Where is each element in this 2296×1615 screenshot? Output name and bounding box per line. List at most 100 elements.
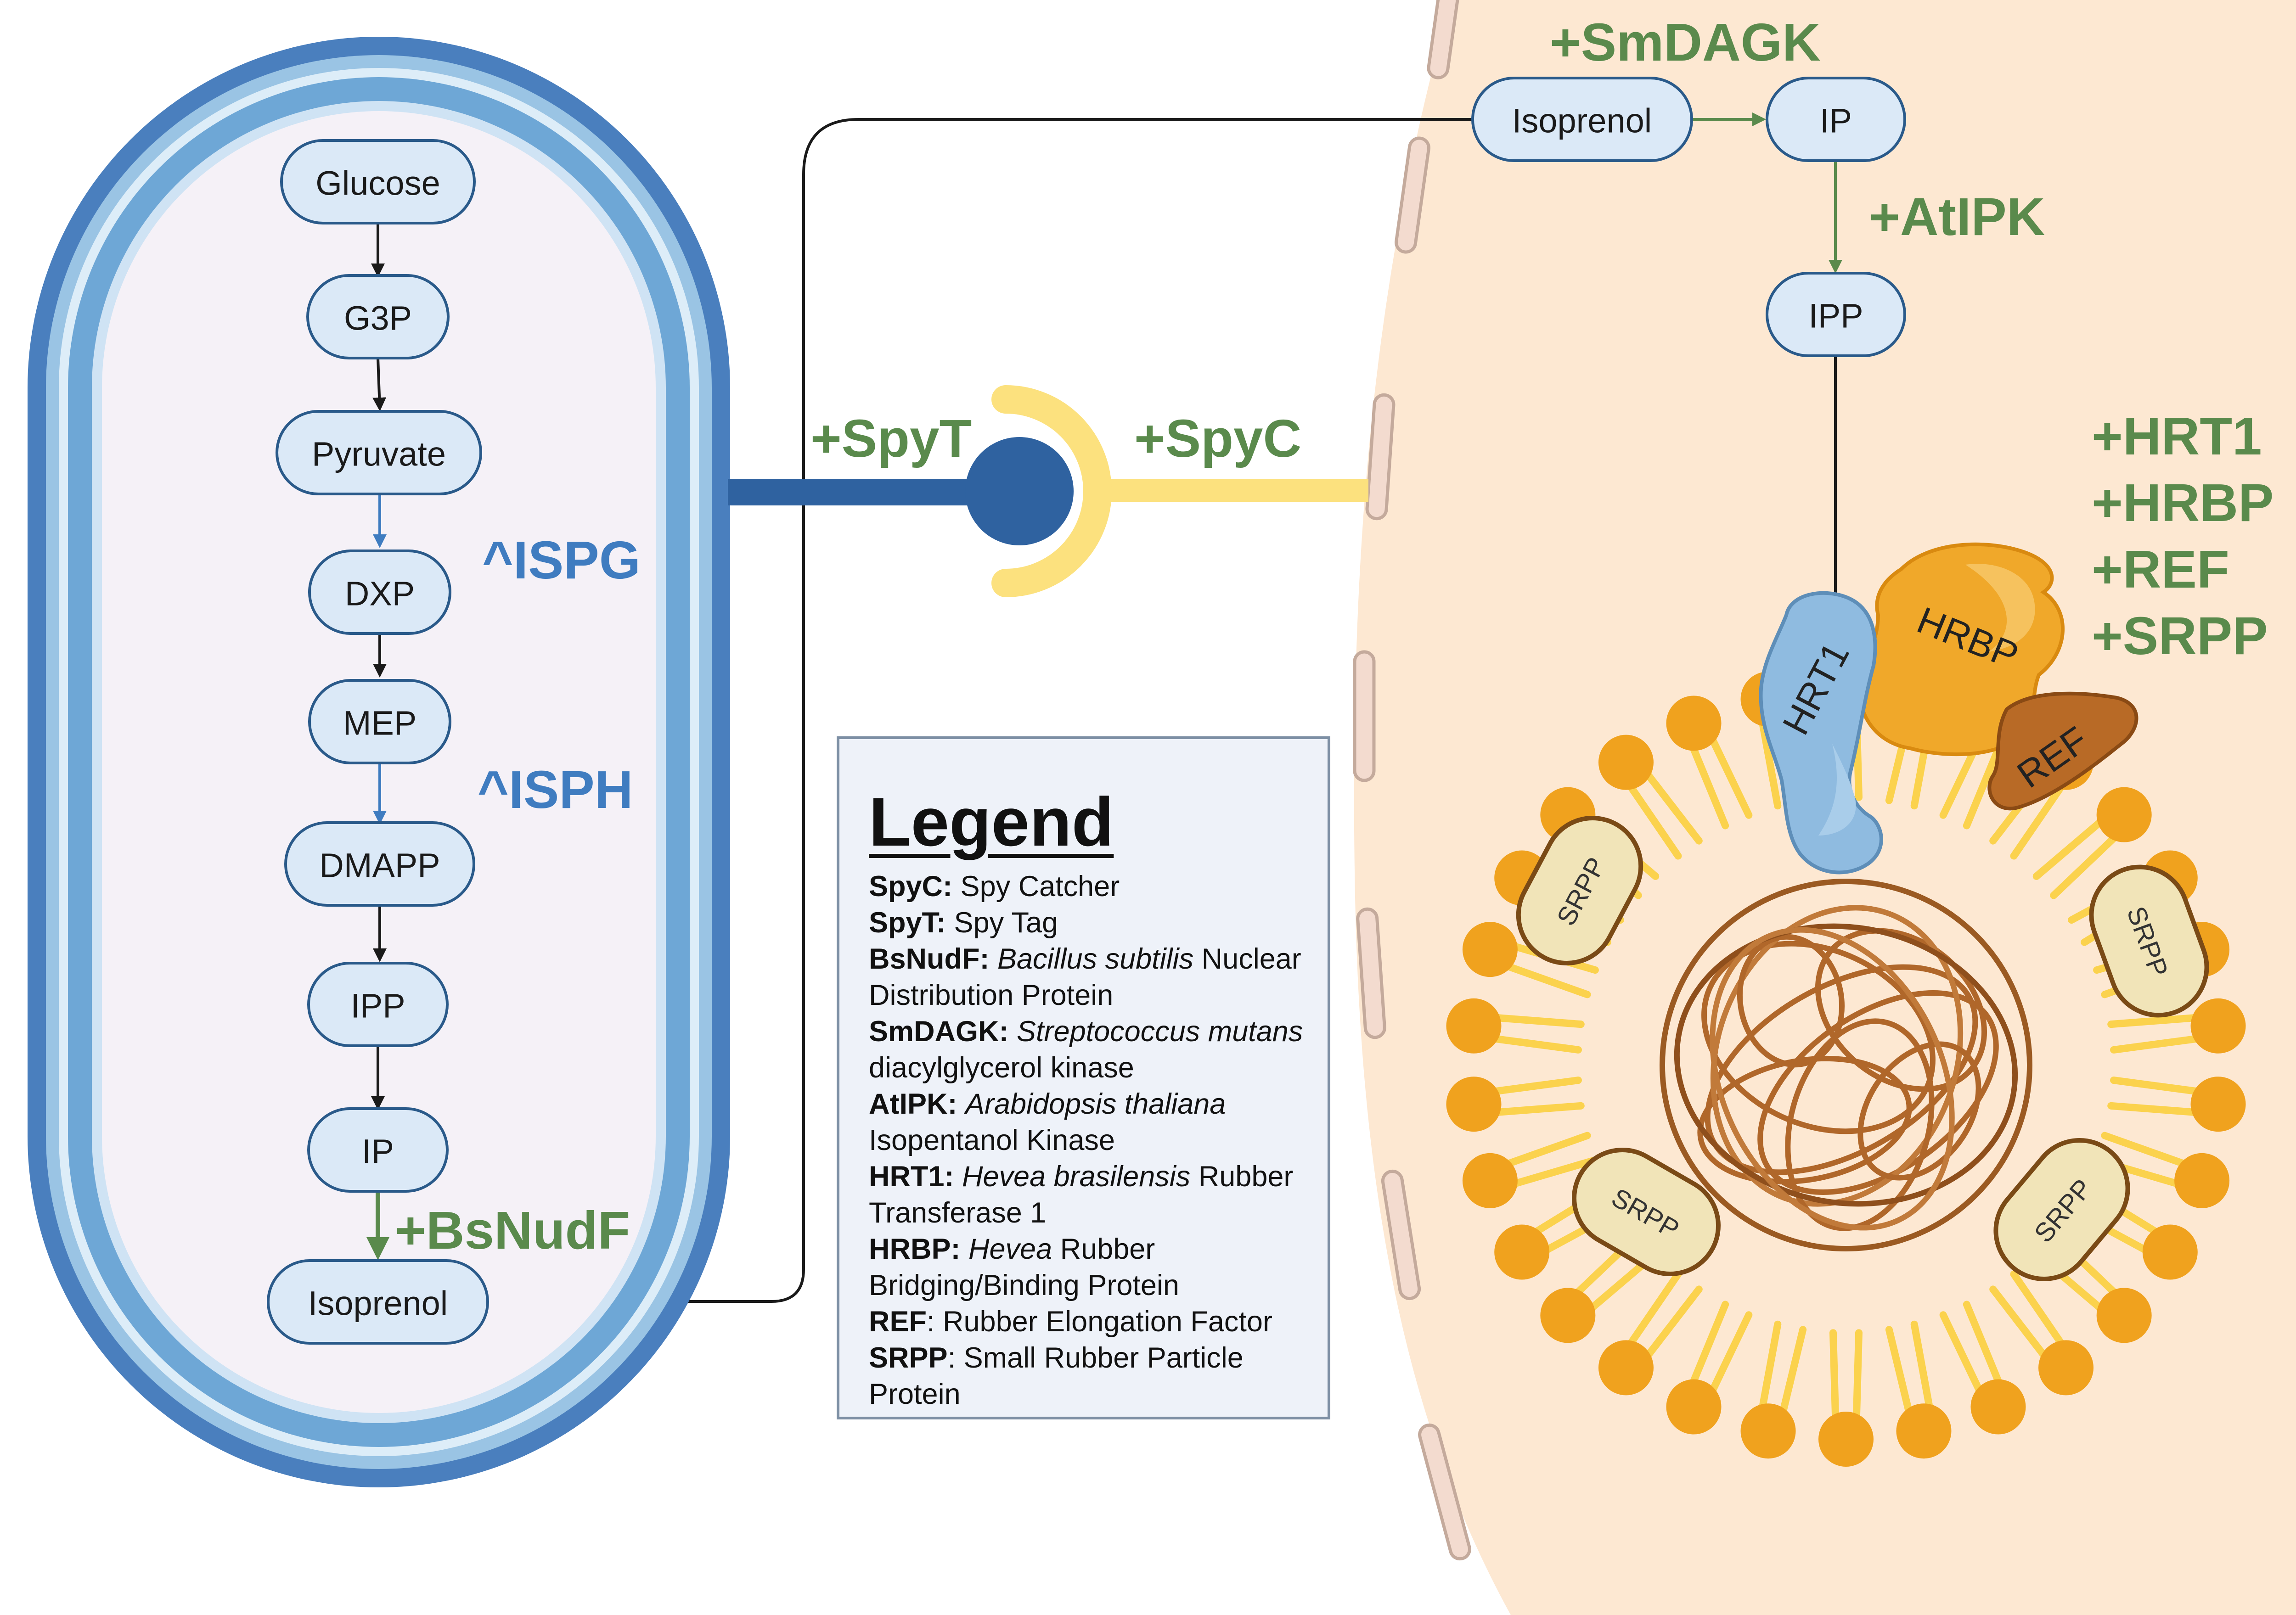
ref-protein: REF — [1987, 691, 2138, 811]
lipid-tail — [2107, 1014, 2198, 1028]
lipid-tail — [1709, 736, 1753, 819]
lipid-tail — [1492, 1035, 1582, 1054]
legend-description: Nuclear Distribution Protein — [869, 943, 1301, 1011]
legend-description: : Rubber Elongation Factor — [927, 1306, 1272, 1338]
lipid-tail — [1885, 1326, 1913, 1414]
svg-text:IPP: IPP — [1808, 297, 1863, 335]
srpp-protein-upper-left: SRPP — [1516, 816, 1643, 965]
svg-text:G3P: G3P — [344, 299, 412, 337]
lipid-head — [2142, 1224, 2198, 1280]
lipid-head — [1598, 735, 1654, 790]
lipid-tail — [1505, 1132, 1591, 1167]
node-isoprenol-plant: Isoprenol — [1471, 77, 1693, 162]
node-dmapp: DMAPP — [284, 821, 475, 907]
legend-description: Spy Catcher — [960, 870, 1120, 903]
node-glucose: Glucose — [280, 139, 476, 224]
plant-cell-wall — [1353, 0, 1471, 1561]
legend-abbr: SpyC: — [869, 870, 953, 903]
legend-entry: HRT1: Hevea brasilensis Rubber Transfera… — [869, 1159, 1305, 1231]
legend-abbr: HRBP: — [869, 1233, 961, 1265]
lipid-tail — [1494, 1102, 1585, 1116]
lipid-head — [2190, 1077, 2246, 1132]
legend-description: Rubber Bridging/Binding Protein — [869, 1233, 1179, 1301]
lipid-head — [1540, 1288, 1596, 1343]
lipid-tail — [1852, 1329, 1863, 1420]
hrt1-protein: HRT1 — [1759, 591, 1883, 875]
lipid-head — [2096, 1288, 2152, 1343]
lipid-tail — [2101, 1132, 2187, 1167]
legend-entry: SmDAGK: Streptococcus mutans diacylglyce… — [869, 1014, 1305, 1086]
lipid-head — [1598, 1340, 1654, 1396]
ispg-label: ^ISPG — [482, 530, 641, 590]
legend-entry: SRPP: Small Rubber Particle Protein — [869, 1340, 1305, 1413]
legend-entry: SpyT: Spy Tag — [869, 905, 1305, 941]
node-isoprenol-ecoli: Isoprenol — [267, 1259, 489, 1345]
svg-text:Isoprenol: Isoprenol — [1512, 102, 1652, 140]
node-pyruvate: Pyruvate — [276, 410, 482, 495]
ecoli-cell — [28, 37, 730, 1487]
lipid-tail — [2110, 1077, 2200, 1095]
spy-catcher-bar — [1111, 479, 1368, 502]
legend-description: : Small Rubber Particle Protein — [869, 1342, 1244, 1410]
node-ipp-plant: IPP — [1766, 272, 1906, 357]
legend-species: Hevea brasilensis — [962, 1161, 1191, 1193]
lipid-head — [1666, 695, 1722, 751]
added-hrt1-label: +HRT1 — [2092, 406, 2262, 466]
lipid-tail — [1989, 1285, 2048, 1359]
legend-species: Hevea — [968, 1233, 1052, 1265]
lipid-tail — [1759, 1320, 1782, 1410]
svg-text:IP: IP — [362, 1133, 394, 1171]
legend-description: Isopentanol Kinase — [869, 1124, 1115, 1156]
lipid-tail — [1644, 771, 1703, 845]
lipid-tail — [1939, 1311, 1983, 1394]
legend-entry: SpyC: Spy Catcher — [869, 869, 1305, 905]
isph-label: ^ISPH — [478, 760, 633, 819]
svg-text:Isoprenol: Isoprenol — [308, 1284, 448, 1323]
lipid-head — [1818, 1412, 1874, 1467]
rubber-particle: SRPP SRPP SRPP SRPP HRBP REF H — [1446, 542, 2246, 1467]
added-ref-label: +REF — [2092, 539, 2229, 599]
lipid-head — [2096, 787, 2152, 842]
legend-abbr: SRPP — [869, 1342, 948, 1374]
lipid-tail — [1644, 1285, 1703, 1359]
legend-entry: REF: Rubber Elongation Factor — [869, 1304, 1305, 1340]
lipid-head — [1462, 1153, 1518, 1208]
lipid-head — [1970, 1379, 2026, 1435]
node-g3p: G3P — [306, 274, 450, 359]
lipid-tail — [1759, 720, 1782, 810]
lipid-head — [2174, 1153, 2230, 1208]
lipid-tail — [1627, 783, 1682, 860]
legend-species: Bacillus subtilis — [997, 943, 1194, 975]
lipid-tail — [1910, 1320, 1933, 1410]
legend-abbr: SpyT: — [869, 907, 946, 939]
lipid-tail — [1709, 1311, 1753, 1394]
legend-title: Legend — [869, 783, 1114, 860]
lipid-tail — [2010, 783, 2065, 860]
legend-abbr: SmDAGK: — [869, 1015, 1009, 1048]
lipid-tail — [1690, 1301, 1729, 1385]
export-connector-line — [487, 118, 1472, 1303]
legend-abbr: BsNudF: — [869, 943, 990, 975]
lipid-tail — [1505, 963, 1591, 998]
lipid-tail — [1779, 1326, 1807, 1414]
legend-description: diacylglycerol kinase — [869, 1052, 1134, 1084]
lipid-head — [2038, 1340, 2094, 1396]
lipid-head — [1666, 1379, 1722, 1435]
lipid-tail — [1494, 1014, 1585, 1028]
svg-text:DXP: DXP — [345, 575, 415, 613]
lipid-tail — [2107, 1102, 2198, 1116]
lipid-tail — [2032, 819, 2104, 880]
svg-text:MEP: MEP — [343, 704, 416, 742]
lipid-tail — [1829, 1329, 1840, 1420]
legend-entry: HRBP: Hevea Rubber Bridging/Binding Prot… — [869, 1231, 1305, 1304]
svg-text:IP: IP — [1820, 102, 1852, 140]
srpp-protein-right: SRPP — [2089, 864, 2209, 1018]
lipid-head — [1896, 1403, 1952, 1459]
legend-entry: BsNudF: Bacillus subtilis Nuclear Distri… — [869, 941, 1305, 1014]
lipid-head — [1446, 1077, 1502, 1132]
rubber-polymer-core — [1660, 879, 2032, 1251]
node-ip: IP — [307, 1107, 449, 1193]
srpp-protein-lower-right: SRPP — [1993, 1138, 2130, 1281]
